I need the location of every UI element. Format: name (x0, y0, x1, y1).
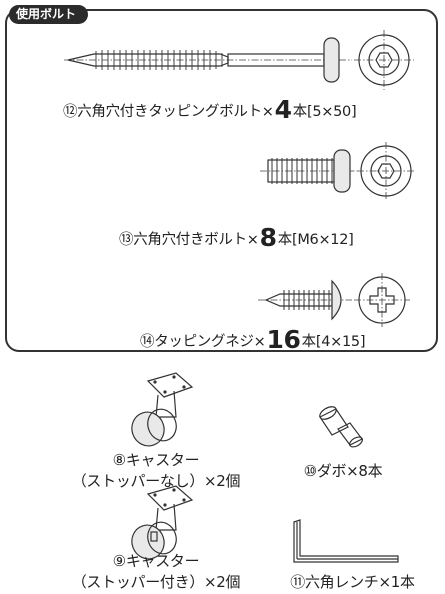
hex-wrench-icon (293, 519, 399, 563)
dowel-icon (319, 406, 363, 448)
bolt-12-qty: 4 (274, 95, 292, 124)
caster-8-name: ⑧キャスター (112, 451, 200, 469)
bolt-12-name: ⑫六角穴付きタッピングボルト× (63, 104, 274, 120)
screw-14-spec: 本[4×15] (301, 334, 366, 350)
caster-9-qty: （ストッパー付き）×2個 (71, 573, 241, 591)
screw-14-name: ⑭タッピングネジ× (140, 334, 266, 350)
bolt-13-spec: 本[M6×12] (277, 232, 354, 248)
bolt-12-spec: 本[5×50] (292, 104, 357, 120)
caster-8-qty: （ストッパーなし）×2個 (71, 472, 241, 490)
caster-9-name: ⑨キャスター (112, 552, 200, 570)
bolt-13-qty: 8 (259, 223, 277, 252)
bolt-panel (5, 9, 438, 352)
panel-tag: 使用ボルト (9, 5, 89, 24)
caster-stopperless-icon (131, 372, 194, 447)
screw-14-label: ⑭タッピングネジ×16本[4×15] (140, 327, 366, 352)
caster-8-label: ⑧キャスター （ストッパーなし）×2個 (10, 450, 302, 492)
bolt-12-label: ⑫六角穴付きタッピングボルト×4本[5×50] (63, 97, 357, 122)
tapping-bolt-drawing (64, 30, 414, 90)
bolt-13-label: ⑬六角穴付きボルト×8本[M6×12] (119, 225, 354, 250)
caster-stopper-icon (131, 485, 194, 560)
screw-14-qty: 16 (266, 325, 301, 354)
tapping-screw-drawing (258, 273, 410, 327)
bolt-13-name: ⑬六角穴付きボルト× (119, 232, 259, 248)
hex-socket-bolt-drawing (260, 142, 416, 200)
hex-wrench-label: ⑪六角レンチ×1本 (290, 573, 415, 591)
caster-9-label: ⑨キャスター （ストッパー付き）×2個 (10, 551, 302, 593)
dowel-label: ⑩ダボ×8本 (303, 462, 383, 480)
